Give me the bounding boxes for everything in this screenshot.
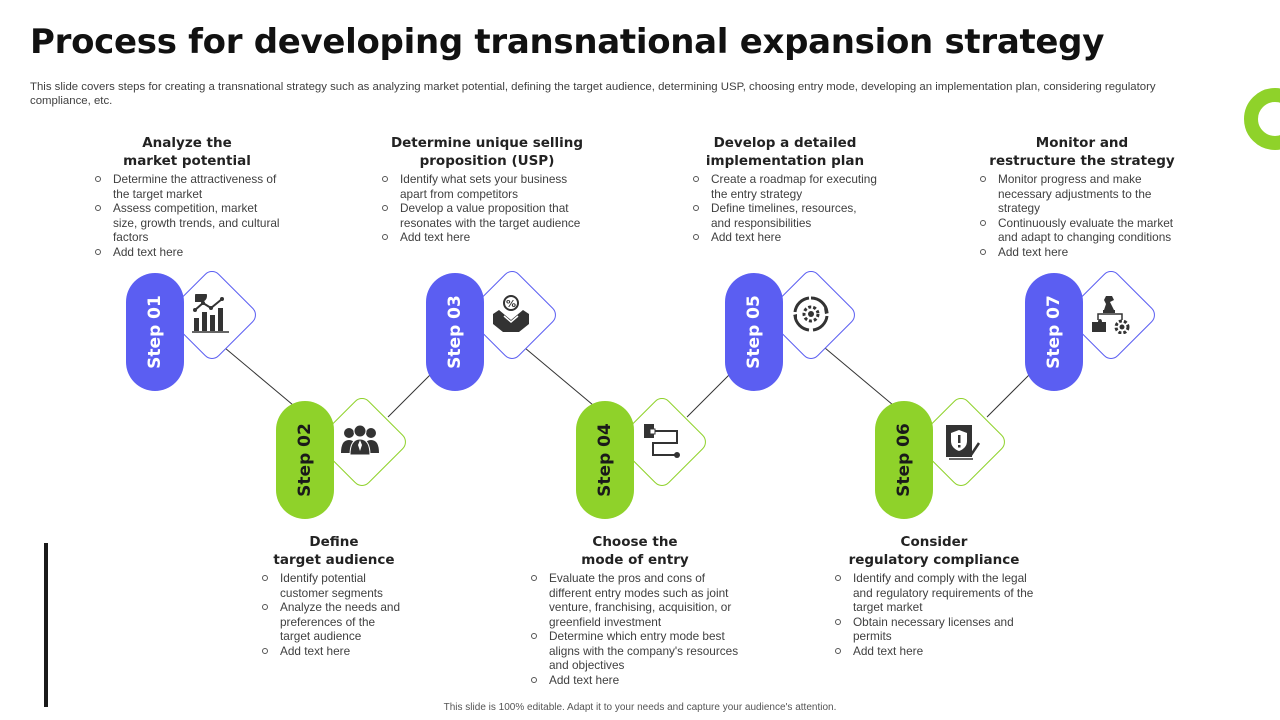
step-06-bullets: Identify and comply with the legal and r… (834, 571, 1034, 658)
bullet-item: Monitor progress and make necessary adju… (979, 172, 1185, 216)
step-07-label: Step 07 (1044, 295, 1064, 369)
flow-path-icon (644, 424, 680, 458)
bullet-item: Identify and comply with the legal and r… (834, 571, 1034, 615)
bullet-item: Add text here (94, 245, 280, 260)
bullet-item: Assess competition, market size, growth … (94, 201, 280, 245)
bullet-item: Identify what sets your business apart f… (381, 172, 593, 201)
step-01-label: Step 01 (145, 295, 165, 369)
people-icon (341, 424, 379, 456)
strategy-puzzle-icon (1092, 296, 1130, 334)
step-04-pill: Step 04 (576, 401, 634, 519)
bullet-item: Add text here (530, 673, 740, 688)
bullet-item: Develop a value proposition that resonat… (381, 201, 593, 230)
step-04-label: Step 04 (595, 423, 615, 497)
chart-icon (192, 294, 229, 333)
step-02-bullets: Identify potential customer segments Ana… (261, 571, 407, 658)
bullet-item: Continuously evaluate the market and ada… (979, 216, 1185, 245)
step-03-bullets: Identify what sets your business apart f… (381, 172, 593, 245)
footer-note: This slide is 100% editable. Adapt it to… (443, 702, 837, 713)
bullet-item: Add text here (381, 230, 593, 245)
slide-title: Process for developing transnational exp… (30, 22, 1105, 62)
step-05-pill: Step 05 (725, 273, 783, 391)
step-01-bullets: Determine the attractiveness of the targ… (94, 172, 280, 259)
bullet-item: Obtain necessary licenses and permits (834, 615, 1034, 644)
step-02-label: Step 02 (295, 423, 315, 497)
shield-document-icon (946, 425, 981, 460)
step-06-label: Step 06 (894, 423, 914, 497)
bullet-item: Identify potential customer segments (261, 571, 407, 600)
bullet-item: Determine the attractiveness of the targ… (94, 172, 280, 201)
bullet-item: Define timelines, resources, and respons… (692, 201, 878, 230)
slide-description: This slide covers steps for creating a t… (30, 81, 1156, 107)
bullet-item: Add text here (834, 644, 1034, 659)
connector-line (524, 347, 594, 406)
bullet-item: Add text here (979, 245, 1185, 260)
decorative-bar (44, 543, 48, 707)
svg-text:%: % (506, 299, 516, 310)
bullet-item: Create a roadmap for executing the entry… (692, 172, 878, 201)
hands-percent-icon: % (493, 295, 529, 332)
step-07-bullets: Monitor progress and make necessary adju… (979, 172, 1185, 259)
step-05-label: Step 05 (744, 295, 764, 369)
step-02-pill: Step 02 (276, 401, 334, 519)
bullet-item: Analyze the needs and preferences of the… (261, 600, 407, 644)
step-04-bullets: Evaluate the pros and cons of different … (530, 571, 740, 687)
bullet-item: Add text here (692, 230, 878, 245)
step-01-pill: Step 01 (126, 273, 184, 391)
cycle-gear-icon (793, 296, 829, 332)
step-03-label: Step 03 (445, 295, 465, 369)
step-05-bullets: Create a roadmap for executing the entry… (692, 172, 878, 245)
step-07-pill: Step 07 (1025, 273, 1083, 391)
bullet-item: Evaluate the pros and cons of different … (530, 571, 740, 629)
bullet-item: Determine which entry mode best aligns w… (530, 629, 740, 673)
bullet-item: Add text here (261, 644, 407, 659)
connector-line (824, 347, 894, 406)
step-03-pill: Step 03 (426, 273, 484, 391)
step-06-pill: Step 06 (875, 401, 933, 519)
connector-line (224, 347, 294, 406)
